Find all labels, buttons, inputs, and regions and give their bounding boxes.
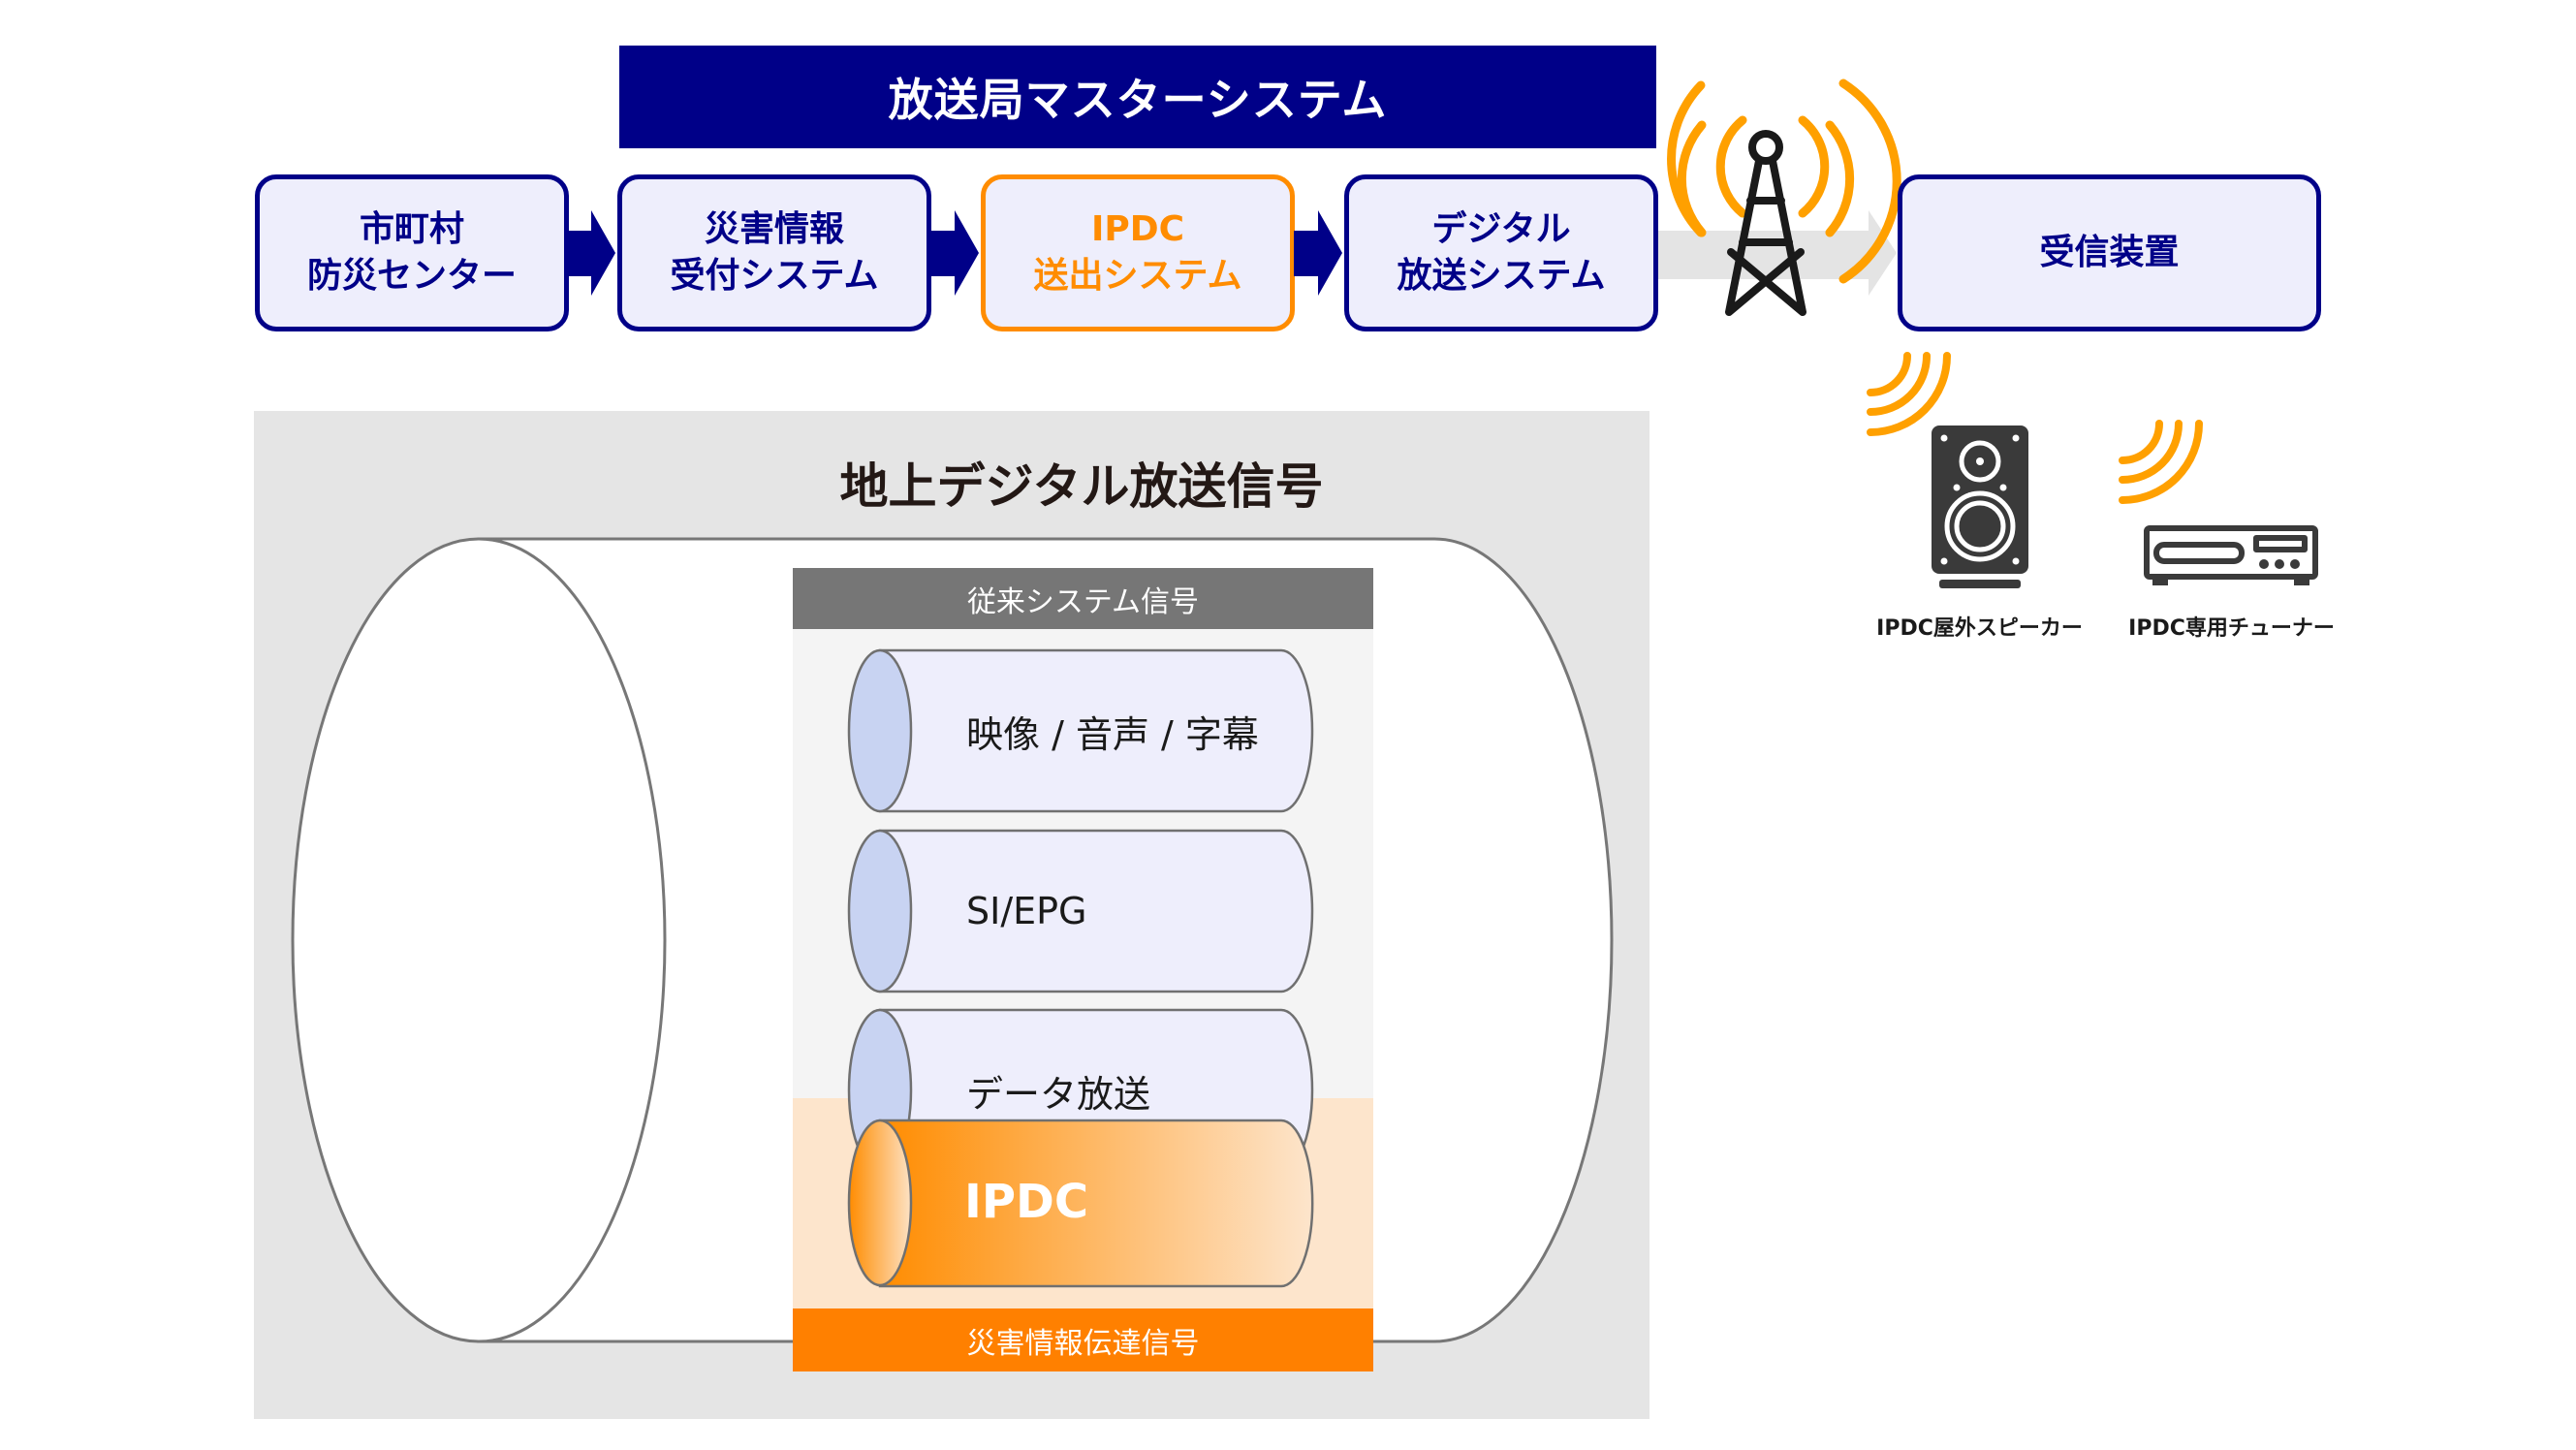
legacy-signal-header: 従来システム信号 xyxy=(793,568,1373,629)
speaker-label: IPDC屋外スピーカー xyxy=(1876,616,2083,641)
pipe-label: 映像 / 音声 / 字幕 xyxy=(966,712,1259,756)
flow-box-line1: IPDC xyxy=(1090,209,1185,249)
pipe-label: データ放送 xyxy=(966,1072,1151,1116)
flow-box-disaster-info-reception: 災害情報 受付システム xyxy=(617,174,931,331)
flow-box-digital-broadcast: デジタル 放送システム xyxy=(1344,174,1658,331)
arrow-right-icon xyxy=(930,210,979,296)
broadcast-arrow-icon xyxy=(1658,210,1897,296)
master-system-label: 放送局マスターシステム xyxy=(888,74,1388,126)
pipe-label: SI/EPG xyxy=(966,890,1087,932)
tuner-icon xyxy=(2119,420,2318,585)
pipe-si-epg xyxy=(847,829,1314,993)
flow-box-municipal-center: 市町村 防災センター xyxy=(255,174,569,331)
broadcast-tower-icon xyxy=(1667,79,1901,316)
pipe-video-audio-captions xyxy=(847,648,1314,813)
receiver-label: 受信装置 xyxy=(2039,233,2180,272)
disaster-signal-header: 災害情報伝達信号 xyxy=(793,1308,1373,1371)
tuner-label: IPDC専用チューナー xyxy=(2128,616,2335,641)
flow-box-line1: 災害情報 xyxy=(704,209,844,249)
arrow-right-icon xyxy=(568,210,615,296)
cylinder-end xyxy=(291,537,667,1343)
flow-box-line1: デジタル xyxy=(1431,209,1571,249)
ipdc-pipe-label: IPDC xyxy=(964,1175,1089,1229)
flow-arrows xyxy=(568,210,1897,296)
arrow-right-icon xyxy=(1294,210,1342,296)
flow-box-line2: 放送システム xyxy=(1397,256,1606,296)
flow-box-line2: 防災センター xyxy=(306,256,517,296)
master-system-banner: 放送局マスターシステム xyxy=(619,46,1656,148)
flow-box-line1: 市町村 xyxy=(359,209,464,249)
pipe-ipdc xyxy=(847,1119,1314,1288)
receiver-box: 受信装置 xyxy=(1898,174,2321,331)
flow-box-line2: 送出システム xyxy=(1033,256,1242,296)
flow-box-ipdc-transmission: IPDC 送出システム xyxy=(981,174,1295,331)
flow-box-line2: 受付システム xyxy=(670,256,879,296)
speaker-icon xyxy=(1867,352,2028,588)
signal-panel-title: 地上デジタル放送信号 xyxy=(839,458,1324,515)
